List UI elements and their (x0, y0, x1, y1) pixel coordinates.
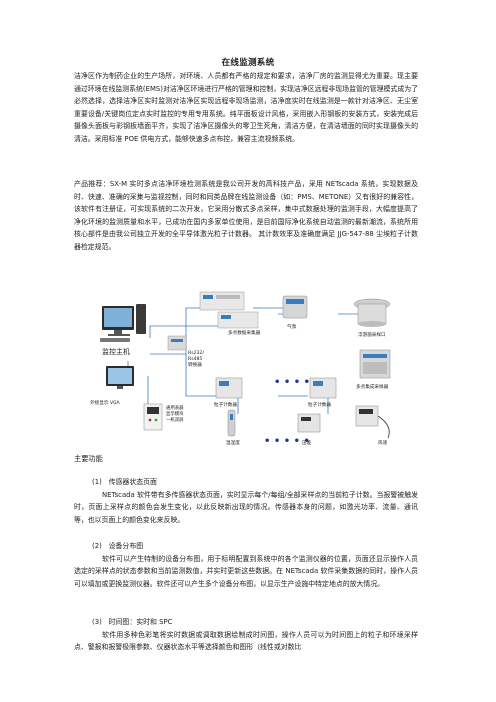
dots-1: • • • • (274, 377, 310, 388)
temp-humidity-label: 温湿度 (226, 439, 240, 446)
sampler-label: 浮游菌采样口 (358, 331, 386, 338)
feature-3-body: 软件用多种色彩笔将实时数据或调取数据绘制成时间图，操作人员可以为时间图上的粒子和… (74, 631, 418, 652)
vga-label: 外接显示 VGA (90, 399, 121, 406)
pump-label: 气泵 (287, 323, 297, 330)
feature-1-body: NETscada 软件带有多传感器状态页面，实时显示每个/每组/全部采样点的当前… (74, 491, 418, 524)
data-collector-icon (199, 291, 259, 329)
particle-counter-1-label: 粒子计数器 (214, 401, 237, 408)
vga-monitor-icon (106, 366, 134, 389)
sampler-icon (353, 298, 391, 327)
particle-counter-2-label: 粒子计数器 (308, 401, 331, 408)
wind-speed-label: 风速 (378, 440, 388, 446)
feature-2-body: 软件可以产生特制的设备分布图，用于标明配置到系统中的各个监测仪器的位置，页面还显… (74, 555, 418, 588)
multi-sampler-label: 多点集成采样器 (356, 383, 389, 390)
page-title: 在线监测系统 (221, 58, 275, 68)
intro-paragraph: 洁净区作为制药企业的生产场所，对环境、人员都有严格的规定和要求，洁净厂房的监测显… (74, 72, 418, 143)
converter-icon (167, 335, 187, 351)
pressure-label: 压差 (302, 439, 312, 446)
alarm-label: 通用表器显示模块一机双屏 (166, 404, 184, 423)
particle-counter-2-icon (309, 377, 337, 399)
data-collector-label: 多点数据采集器 (228, 329, 261, 336)
wind-speed-icon (355, 405, 390, 439)
feature-3-heading: (3) 时间图：实时和 SPC (92, 618, 173, 626)
product-paragraph: 产品推荐：SX-M 实时多点洁净环境检测系统是我公司开发的高科技产品，采用 NE… (74, 180, 418, 251)
dots-2: • • • • • (264, 436, 310, 446)
monitor-host-icon (100, 304, 146, 342)
pressure-icon (297, 413, 321, 433)
alarm-display-icon (143, 403, 163, 431)
feature-1-heading: (1) 传感器状态页面 (92, 478, 157, 486)
multi-sampler-icon (359, 349, 391, 379)
air-pump-icon (282, 295, 308, 319)
system-diagram: • • • • • • • • • 监控主机 外接显示 VGA Rs232/Rs… (90, 291, 391, 446)
host-label: 监控主机 (102, 347, 130, 356)
particle-counter-1-icon (215, 377, 243, 399)
temp-humidity-icon (227, 409, 236, 437)
section-main-functions: 主要功能 (74, 454, 103, 463)
feature-2-heading: (2) 设备分布图 (92, 542, 144, 550)
